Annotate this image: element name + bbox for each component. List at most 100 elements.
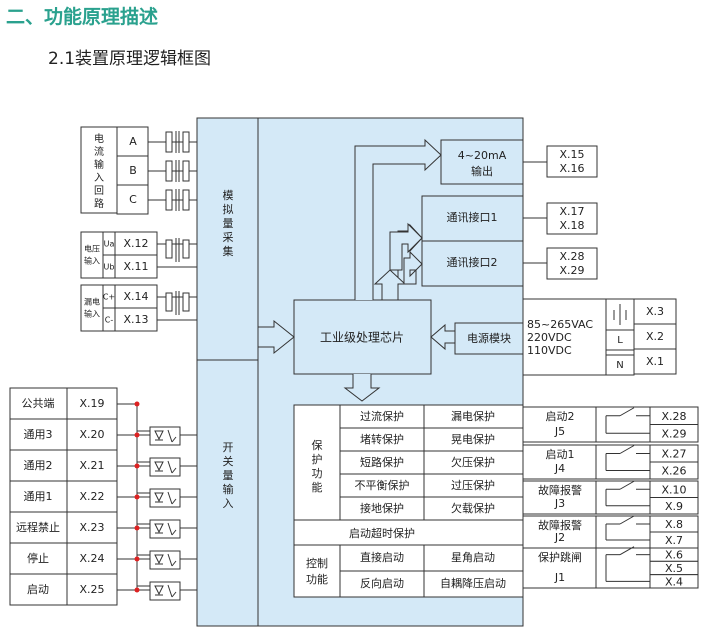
relay-2-name: 故障报警 [538, 483, 582, 497]
ct-coil [182, 131, 190, 153]
opto-led [154, 430, 164, 441]
common-bus-node [134, 494, 140, 500]
power-spec-0: 85~265VAC [527, 318, 593, 331]
switch-input-term-cell [66, 480, 118, 513]
relay-4-id: J1 [554, 571, 565, 584]
switch-input-label-cell [9, 418, 68, 451]
opto-led [154, 461, 164, 472]
relay-1-term-1: X.26 [661, 465, 686, 478]
control-cell [339, 570, 425, 598]
switch-input-label-char: 输 [223, 482, 234, 496]
switch-input-3-terminal: X.22 [79, 490, 104, 503]
switch-input-term-cell [66, 542, 118, 575]
relay-contact-cell [595, 515, 651, 549]
opto-transistor [167, 553, 173, 567]
protection-0-right: 漏电保护 [451, 409, 495, 423]
comm-terms [546, 202, 598, 235]
cpu-label: 工业级处理芯片 [320, 331, 404, 345]
voltage-tag: Ub [104, 263, 115, 272]
optocoupler [149, 519, 181, 539]
relay-contact-cell [595, 444, 651, 480]
protection-3-left: 不平衡保护 [355, 478, 410, 492]
common-bus-node [134, 587, 140, 593]
analog-acquisition-label-char: 量 [223, 217, 234, 230]
voltage-label-line2: 输入 [84, 256, 100, 266]
optocoupler [149, 581, 181, 601]
relay-3-name: 故障报警 [538, 518, 582, 532]
leak-terminal: X.13 [123, 313, 148, 326]
switch-input-term-cell [66, 511, 118, 544]
optocoupler [149, 457, 181, 477]
relay-contact-blade [619, 445, 635, 454]
switch-input-3-label: 通用1 [24, 490, 53, 503]
opto-transistor [167, 522, 173, 536]
opto-led [154, 554, 164, 565]
opto-led [154, 492, 164, 503]
switch-input-label-char: 开 [223, 441, 234, 454]
protection-1-left: 堵转保护 [360, 432, 404, 446]
relay-contact-cell [595, 406, 651, 443]
common-bus-node [134, 556, 140, 562]
protection-4-right: 欠载保护 [451, 501, 495, 515]
voltage-terminal: X.12 [123, 237, 148, 250]
relay-contact-blade [619, 515, 635, 525]
relay-3-term-1: X.7 [665, 534, 683, 547]
analog-output-terms [546, 145, 598, 178]
opto-led [154, 585, 164, 596]
protection-title-char: 保 [312, 438, 323, 452]
protection-2-left: 短路保护 [360, 455, 404, 469]
comm-arrow-down [373, 269, 407, 301]
relay-contact-blade [619, 546, 635, 556]
switch-input-2-label: 通用2 [24, 459, 53, 472]
control-1-right: 自耦降压启动 [440, 576, 506, 590]
voltage-label-box [80, 231, 104, 279]
power-spec-1: 220VDC [527, 331, 572, 344]
switch-input-6-label: 启动 [27, 583, 49, 596]
relay-label-cell [522, 515, 597, 549]
relay-4-term-1: X.5 [665, 562, 683, 575]
control-title-cell [293, 544, 341, 598]
comm-arrow-right-2 [403, 250, 423, 285]
comm-0-label: 通讯接口1 [447, 211, 498, 224]
switch-input-label-char: 入 [223, 497, 234, 510]
power-term-cell [633, 298, 677, 325]
ct-coil [182, 189, 190, 211]
voltage-tag: Ua [104, 240, 115, 249]
power-module-box [454, 322, 524, 355]
opto-transistor [171, 591, 177, 598]
comm-1-term-0: X.28 [559, 250, 584, 263]
analog-output-box [440, 139, 524, 185]
relay-2-id: J3 [554, 497, 565, 510]
relay-4-term-2: X.4 [665, 575, 683, 588]
comm-0-term-1: X.18 [559, 219, 584, 232]
protection-3-right: 过压保护 [451, 478, 495, 492]
relay-contact-blade [619, 480, 635, 490]
leak-terminal: X.14 [123, 290, 148, 303]
opto-transistor [167, 584, 173, 598]
opto-led [154, 523, 164, 534]
protection-2-right: 欠压保护 [451, 455, 495, 469]
relay-label-cell [522, 406, 597, 443]
current-input-label-char: 电 [94, 132, 104, 145]
common-bus-node [134, 525, 140, 531]
relay-2-term-1: X.9 [665, 500, 683, 513]
power-term-cell [633, 323, 677, 350]
analog-acquisition-label-char: 模 [223, 189, 234, 202]
switch-input-0-terminal: X.19 [79, 397, 104, 410]
analog-acquisition-label-char: 采 [223, 231, 234, 244]
voltage-terminal: X.11 [123, 260, 148, 273]
current-input-label-char: 回 [94, 185, 104, 197]
current-input-label-char: 路 [94, 197, 104, 210]
relay-contact-blade [619, 407, 635, 417]
power-term-2: X.1 [646, 355, 664, 368]
opto-transistor [167, 429, 173, 443]
opto-transistor [171, 436, 177, 443]
switch-input-4-label: 远程禁止 [16, 521, 60, 534]
control-cell [339, 544, 425, 572]
leak-label-line1: 漏电 [84, 297, 100, 307]
relay-0-id: J5 [554, 425, 565, 438]
opto-transistor [171, 498, 177, 505]
vt-coil [182, 239, 190, 259]
ct-coil [182, 160, 190, 182]
